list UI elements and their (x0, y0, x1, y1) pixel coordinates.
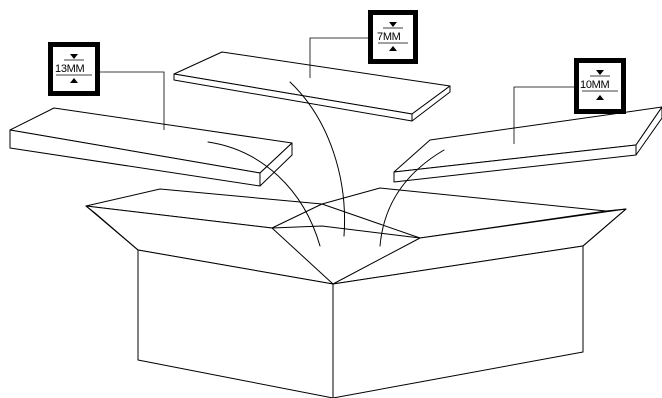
panel-left (9, 107, 293, 187)
thickness-label-right: 10MM (580, 79, 609, 91)
curve-left-panel (207, 141, 321, 247)
up-arrow-icon (70, 78, 78, 83)
box-flap-left-edge (85, 205, 139, 251)
leader-right (513, 86, 577, 144)
motion-curves (207, 81, 445, 247)
thickness-label-left: 13MM (55, 63, 84, 75)
leader-center (309, 37, 370, 78)
down-arrow-icon (596, 70, 604, 75)
thickness-badge-left: 13MM (48, 42, 100, 96)
up-arrow-icon (389, 46, 397, 51)
down-arrow-icon (389, 22, 397, 27)
shipping-box (85, 187, 627, 398)
panel-left-side-edge (259, 142, 293, 187)
curve-right-panel (379, 149, 445, 247)
thickness-badge-center: 7MM (368, 10, 418, 64)
box-front-left-face (137, 249, 334, 398)
panel-center (173, 51, 451, 122)
panel-right-side-edge (635, 106, 662, 156)
panel-right (393, 106, 662, 183)
up-arrow-icon (596, 95, 604, 100)
thickness-label-center: 7MM (377, 31, 401, 43)
down-arrow-icon (70, 54, 78, 59)
leader-left (98, 71, 165, 130)
panel-center-side-edge (411, 85, 451, 122)
box-flap-right-edge (582, 208, 627, 247)
thickness-badge-right: 10MM (574, 58, 626, 114)
callout-leaders (98, 37, 577, 144)
curve-center-panel (289, 81, 346, 237)
